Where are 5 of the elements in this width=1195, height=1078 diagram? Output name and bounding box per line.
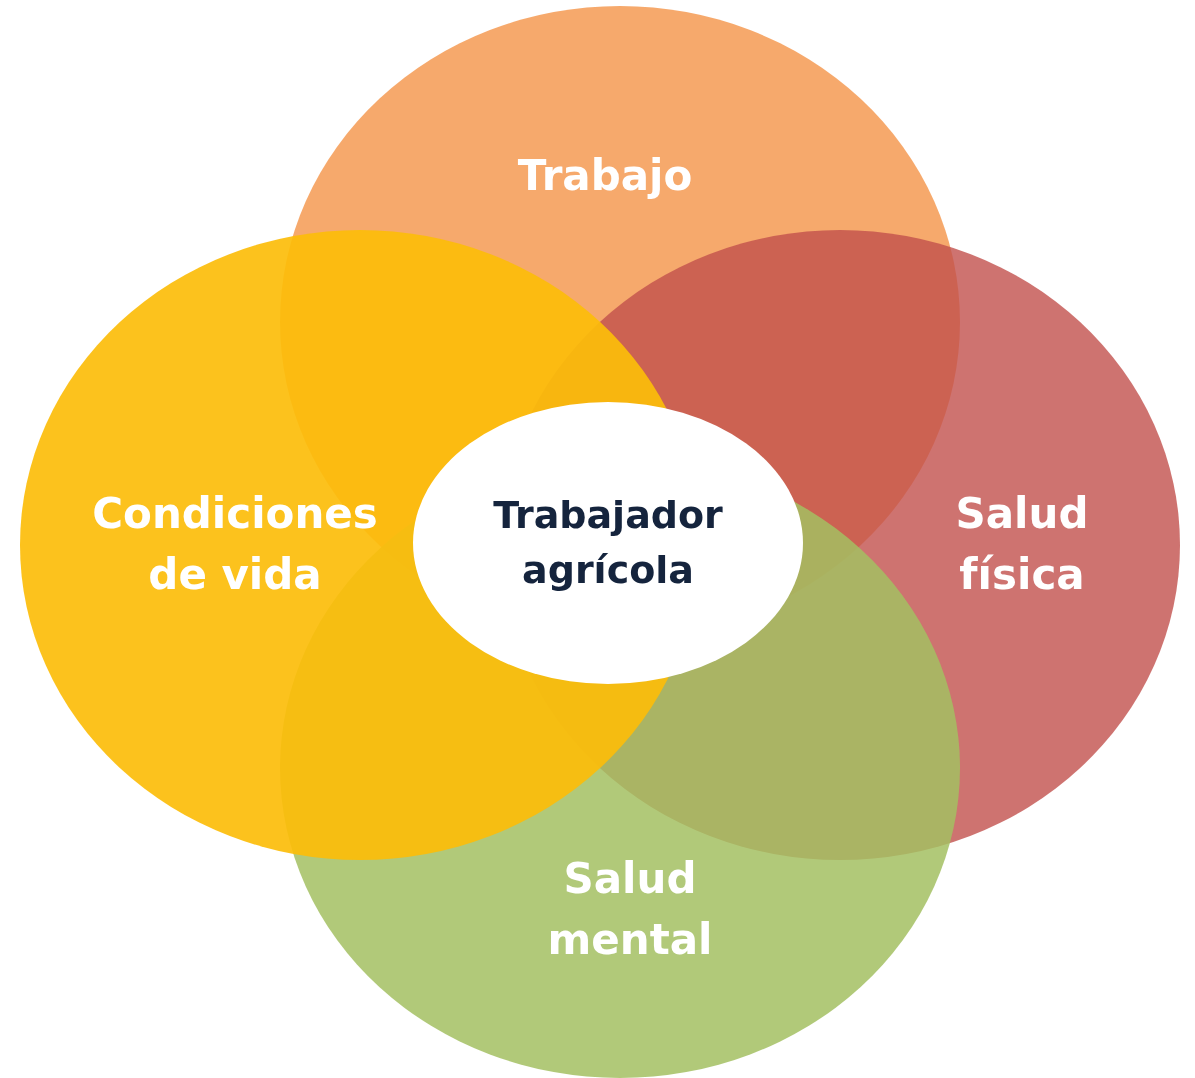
category-label: Salud física [954,488,1090,601]
category-label: Salud mental [546,853,714,966]
category-label: Condiciones de vida [91,488,379,601]
category-label: Trabajo [516,149,694,202]
center-label: Trabajador agrícola [492,491,724,594]
